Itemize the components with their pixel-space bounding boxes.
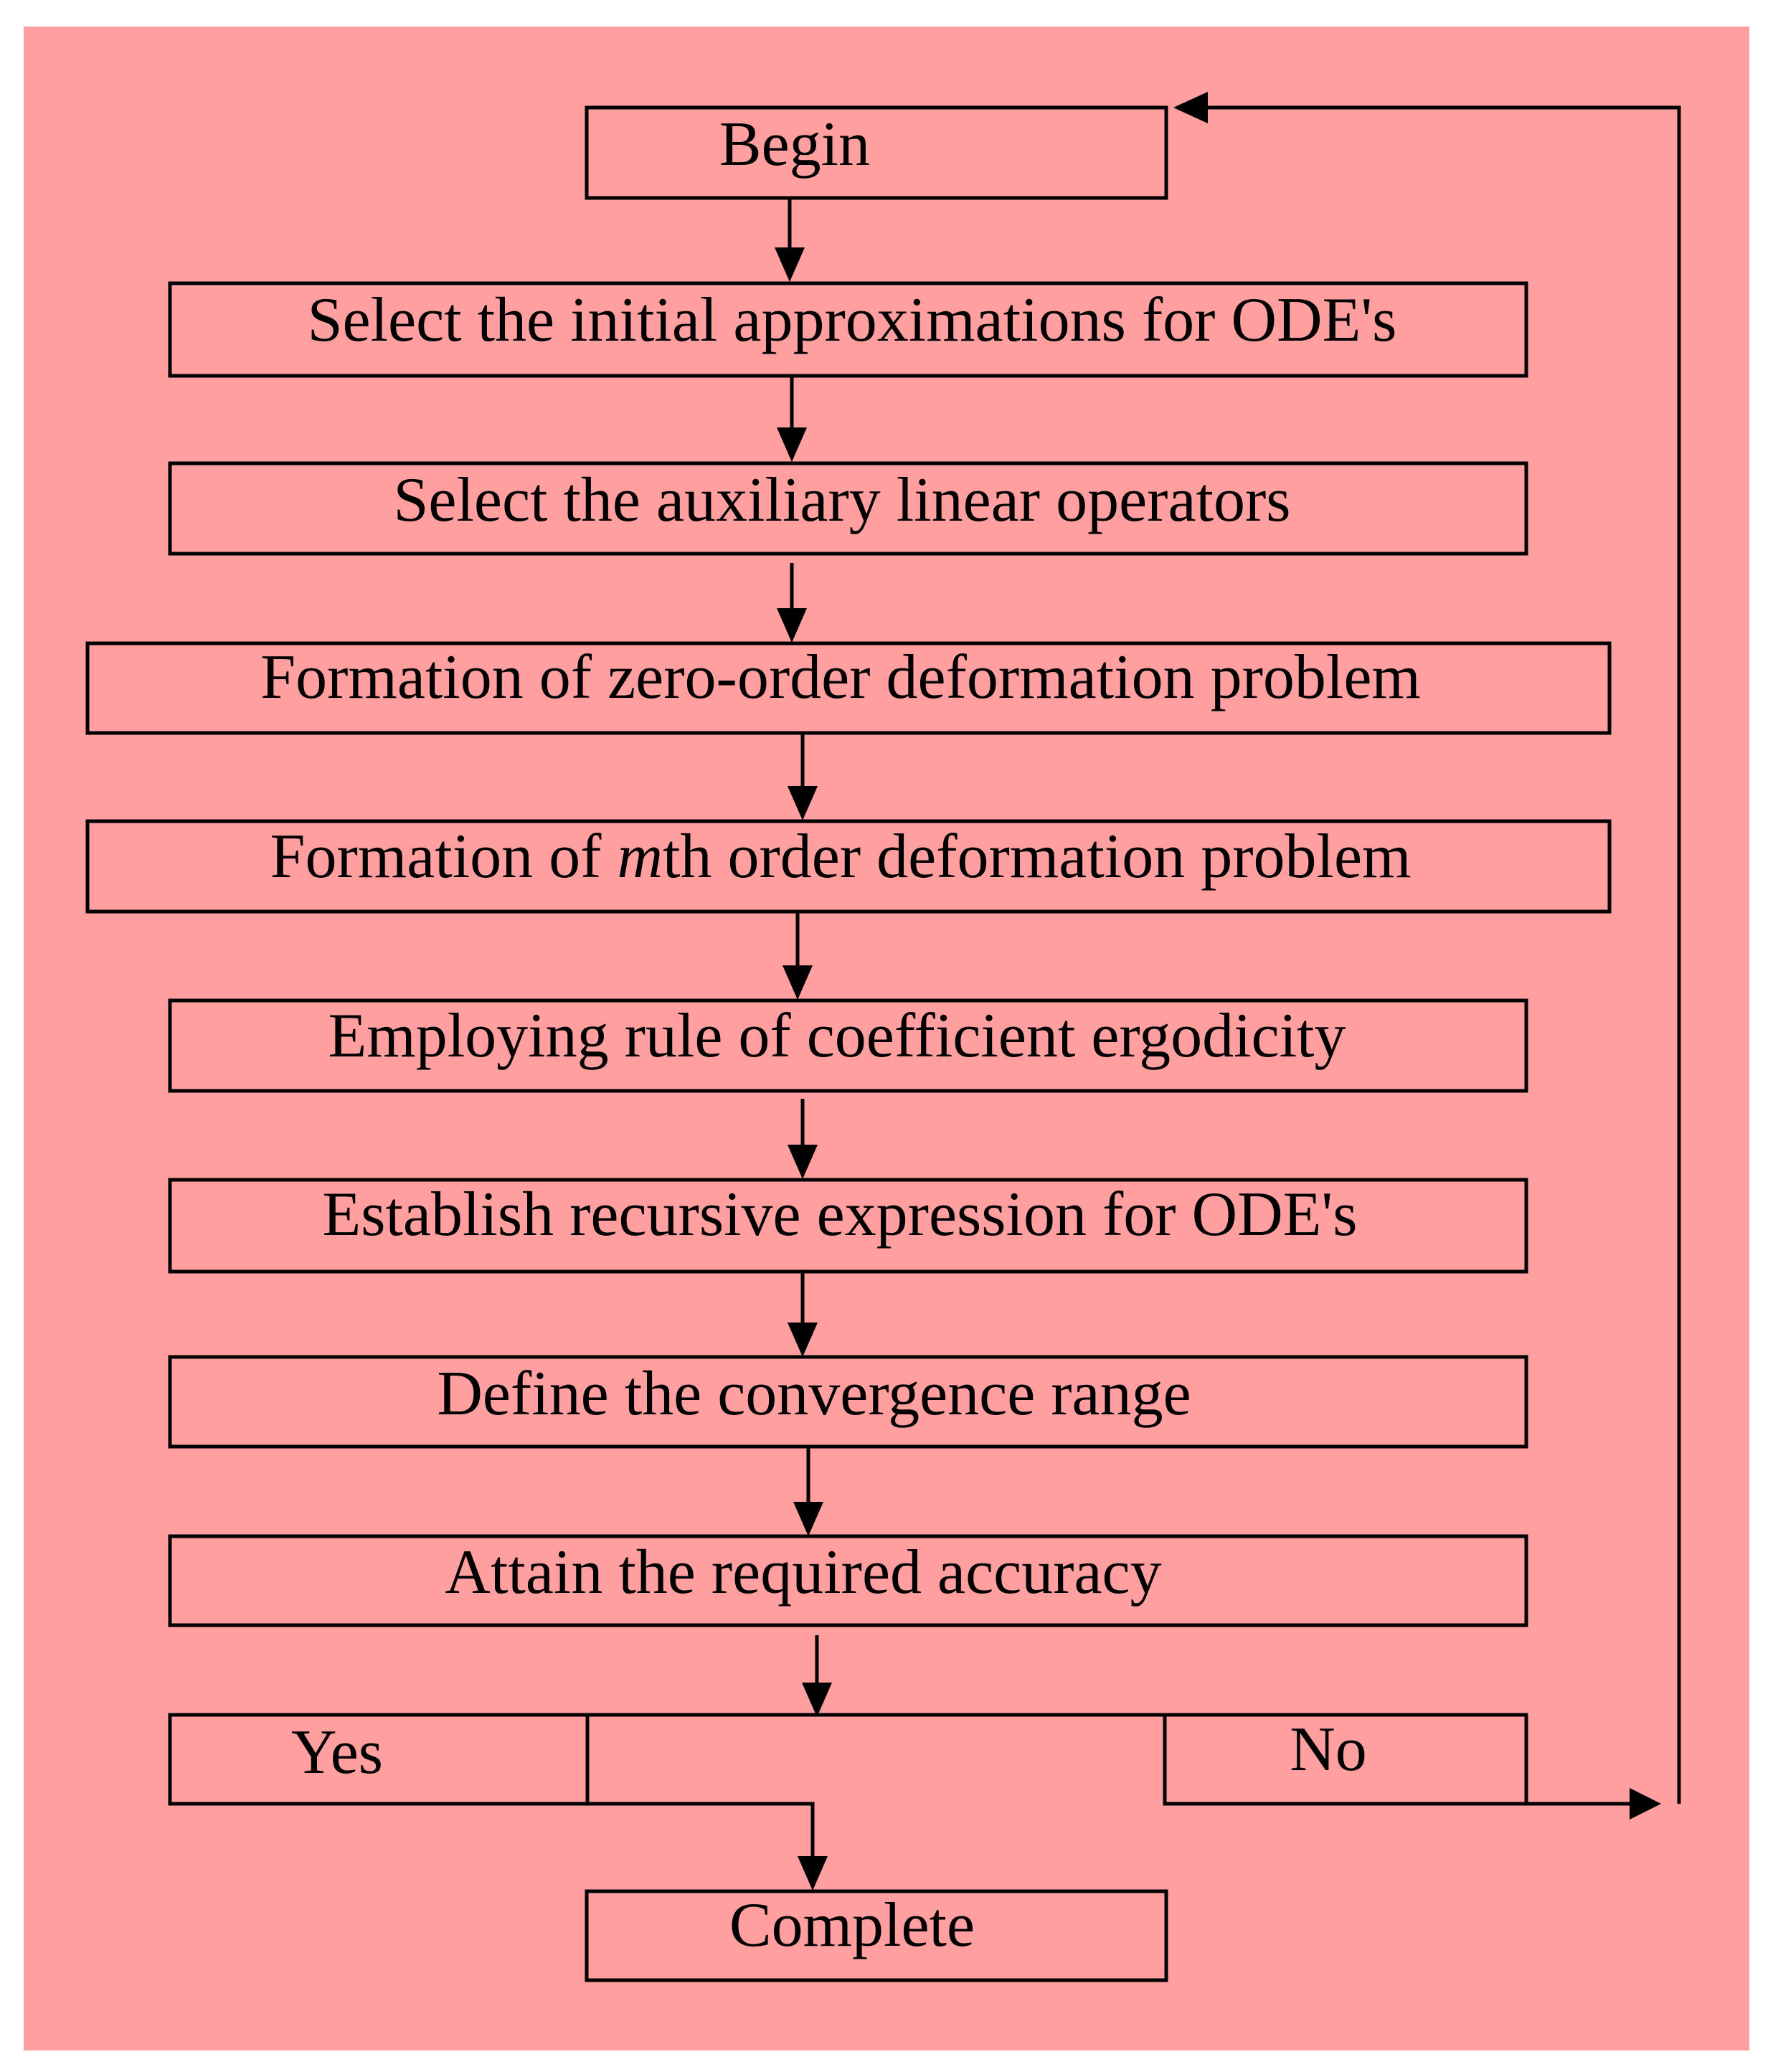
decision-no-label: No bbox=[1290, 1715, 1367, 1784]
step-begin-label: Begin bbox=[719, 110, 870, 179]
flow-arrow-ergodicity-to-recursive bbox=[788, 1099, 818, 1179]
step-complete-label: Complete bbox=[729, 1891, 975, 1960]
step-recursive-expression-label: Establish recursive expression for ODE's bbox=[322, 1180, 1357, 1249]
step-begin: Begin bbox=[585, 105, 1168, 200]
decision-yes-box bbox=[168, 1713, 590, 1806]
step-convergence-range-label: Define the convergence range bbox=[437, 1359, 1191, 1429]
step-mth-order-variable: m bbox=[617, 822, 663, 891]
step-auxiliary-operators: Select the auxiliary linear operators bbox=[168, 461, 1528, 556]
step-recursive-expression-box bbox=[168, 1178, 1528, 1274]
flow-arrow-yes-to-complete bbox=[587, 1802, 828, 1891]
decision-yes-label: Yes bbox=[291, 1718, 383, 1787]
decision-row: Yes No bbox=[168, 1713, 1528, 1806]
step-mth-order-suffix: th order deformation problem bbox=[663, 822, 1411, 891]
step-mth-order-prefix: Formation of bbox=[270, 822, 618, 891]
step-mth-order-deformation-box bbox=[85, 819, 1612, 914]
flow-arrow-accuracy-to-decision bbox=[802, 1635, 832, 1717]
step-complete-box bbox=[585, 1889, 1168, 1982]
flow-arrow-begin-to-initial bbox=[775, 198, 805, 282]
step-zero-order-deformation: Formation of zero-order deformation prob… bbox=[85, 641, 1612, 735]
step-initial-approximations-label: Select the initial approximations for OD… bbox=[308, 285, 1397, 355]
step-required-accuracy-label: Attain the required accuracy bbox=[445, 1538, 1161, 1607]
flow-arrow-convergence-to-accuracy bbox=[793, 1447, 823, 1536]
step-convergence-range-box bbox=[168, 1355, 1528, 1449]
step-initial-approximations: Select the initial approximations for OD… bbox=[168, 281, 1528, 378]
step-zero-order-deformation-label: Formation of zero-order deformation prob… bbox=[260, 643, 1421, 712]
step-complete: Complete bbox=[585, 1889, 1168, 1982]
flow-arrow-operators-to-zero-order bbox=[777, 563, 807, 643]
step-coefficient-ergodicity-label: Employing rule of coefficient ergodicity bbox=[328, 1001, 1346, 1071]
step-mth-order-deformation: Formation of mth order deformation probl… bbox=[85, 819, 1612, 914]
step-convergence-range: Define the convergence range bbox=[168, 1355, 1528, 1449]
flow-arrow-recursive-to-convergence bbox=[788, 1272, 818, 1357]
step-begin-box bbox=[585, 105, 1168, 200]
flow-arrow-no-loop-back bbox=[1173, 92, 1681, 1820]
step-required-accuracy: Attain the required accuracy bbox=[168, 1534, 1528, 1627]
decision-no-box bbox=[1163, 1713, 1528, 1806]
step-auxiliary-operators-label: Select the auxiliary linear operators bbox=[393, 465, 1290, 535]
step-zero-order-deformation-box bbox=[85, 641, 1612, 735]
flow-arrow-initial-to-operators bbox=[777, 376, 807, 462]
step-coefficient-ergodicity-box bbox=[168, 998, 1528, 1093]
flow-arrow-mth-order-to-ergodicity bbox=[783, 912, 813, 1000]
step-required-accuracy-box bbox=[168, 1534, 1528, 1627]
step-initial-approximations-box bbox=[168, 281, 1528, 378]
flow-arrow-zero-order-to-mth-order bbox=[788, 733, 818, 820]
step-auxiliary-operators-box bbox=[168, 461, 1528, 556]
step-mth-order-deformation-label: Formation of mth order deformation probl… bbox=[270, 822, 1412, 891]
step-recursive-expression: Establish recursive expression for ODE's bbox=[168, 1178, 1528, 1274]
step-coefficient-ergodicity: Employing rule of coefficient ergodicity bbox=[168, 998, 1528, 1093]
